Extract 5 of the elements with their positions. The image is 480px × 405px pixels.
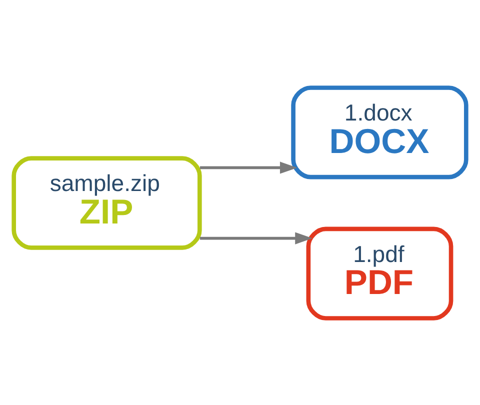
node-box: 1.pdf PDF <box>306 226 454 320</box>
arrow <box>200 232 312 244</box>
node-box: 1.docx DOCX <box>291 85 468 179</box>
arrow <box>200 161 298 174</box>
node-box: sample.zip ZIP <box>12 156 202 250</box>
